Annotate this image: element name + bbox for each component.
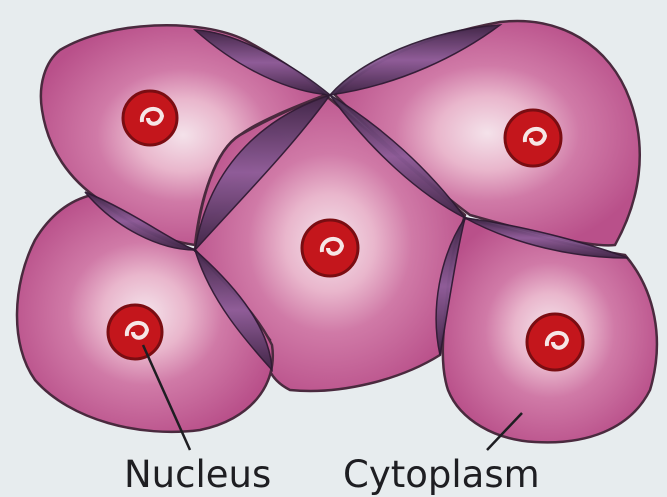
nucleus-top-right	[505, 110, 561, 166]
nucleus-center	[302, 220, 358, 276]
nucleus-top-left	[123, 91, 177, 145]
nucleus-label: Nucleus	[124, 456, 271, 493]
nucleus-bottom-right	[527, 314, 583, 370]
cytoplasm-label: Cytoplasm	[343, 456, 540, 493]
nucleus-bottom-left	[108, 305, 162, 359]
